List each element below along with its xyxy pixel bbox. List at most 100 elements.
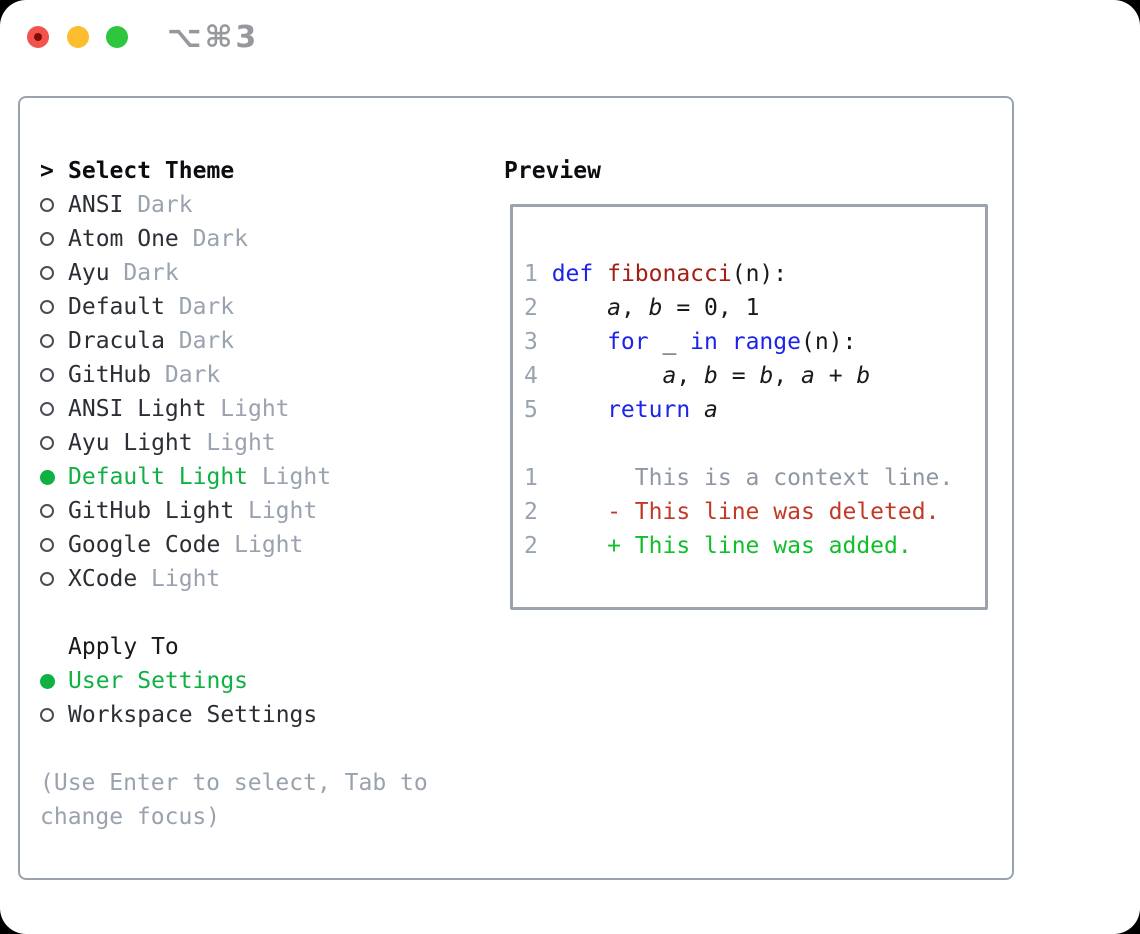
code-token: , — [773, 363, 801, 389]
diff-text: - This line was deleted. — [607, 499, 940, 525]
theme-list: > Select Theme ANSI Dark Atom One Dark A… — [40, 154, 428, 834]
radio-selected-icon — [40, 469, 55, 485]
theme-item-google-code[interactable]: Google Code Light — [40, 528, 428, 562]
theme-item-default-dark[interactable]: Default Dark — [40, 290, 428, 324]
diff-added-line: 2 + This line was added. — [524, 529, 985, 563]
code-token: b — [704, 363, 718, 389]
code-token — [552, 363, 663, 389]
radio-unselected-icon — [40, 232, 54, 246]
line-number: 2 — [524, 533, 538, 559]
theme-name: Default Light — [68, 464, 249, 490]
diff-text: This is a context line. — [551, 465, 954, 491]
radio-unselected-icon — [40, 436, 54, 450]
line-number: 3 — [524, 329, 538, 355]
theme-item-github-light[interactable]: GitHub Light Light — [40, 494, 428, 528]
code-token — [593, 261, 607, 287]
theme-name: Dracula — [68, 328, 165, 354]
theme-item-ansi-light[interactable]: ANSI Light Light — [40, 392, 428, 426]
radio-unselected-icon — [40, 334, 54, 348]
code-token: b — [648, 295, 663, 321]
theme-name: Google Code — [68, 532, 221, 558]
radio-unselected-icon — [40, 402, 54, 416]
radio-unselected-icon — [40, 266, 54, 280]
code-token — [690, 397, 704, 423]
apply-to-title: Apply To — [68, 634, 179, 660]
theme-picker-panel: > Select Theme ANSI Dark Atom One Dark A… — [18, 96, 1014, 880]
preview-code-box: 1 def fibonacci (n): 2 a, b = 0, 1 3 for _… — [510, 204, 988, 610]
code-token: a — [801, 363, 815, 389]
zoom-button[interactable] — [106, 26, 128, 48]
minimize-button[interactable] — [67, 26, 89, 48]
help-text-line2: change focus) — [40, 804, 221, 830]
code-token: _ — [648, 329, 691, 355]
theme-item-default-light[interactable]: Default Light Light — [40, 460, 428, 494]
theme-item-ansi-dark[interactable]: ANSI Dark — [40, 188, 428, 222]
radio-unselected-icon — [40, 572, 54, 586]
code-token: range — [731, 329, 801, 355]
theme-tag: Dark — [192, 226, 248, 252]
theme-name: GitHub Light — [68, 498, 235, 524]
radio-unselected-icon — [40, 538, 54, 552]
theme-tag: Light — [247, 498, 318, 524]
line-number: 5 — [524, 397, 538, 423]
code-token: = 0, 1 — [662, 295, 760, 321]
line-number: 2 — [524, 295, 538, 321]
radio-unselected-icon — [40, 300, 54, 314]
theme-tag: Light — [151, 566, 221, 592]
help-text-line1: (Use Enter to select, Tab to — [40, 770, 428, 796]
theme-tag: Light — [220, 396, 290, 422]
code-token: (n): — [800, 329, 857, 355]
theme-item-github-dark[interactable]: GitHub Dark — [40, 358, 428, 392]
focus-arrow-icon: > — [40, 158, 54, 184]
theme-name: Ayu Light — [68, 430, 193, 456]
code-token — [718, 329, 732, 355]
diff-context-line: 1 This is a context line. — [524, 461, 985, 495]
code-line: 3 for _ in range(n): — [524, 325, 985, 359]
code-line: 2 a, b = 0, 1 — [524, 291, 985, 325]
line-number: 1 — [524, 261, 538, 287]
preview-header: Preview — [504, 154, 601, 188]
theme-tag: Light — [261, 464, 332, 490]
theme-name: ANSI Light — [68, 396, 207, 422]
theme-item-xcode[interactable]: XCode Light — [40, 562, 428, 596]
theme-name: GitHub — [68, 362, 152, 388]
diff-deleted-line: 2 - This line was deleted. — [524, 495, 985, 529]
apply-to-workspace-settings[interactable]: Workspace Settings — [40, 698, 428, 732]
line-number: 2 — [524, 499, 538, 525]
code-token: a — [607, 295, 621, 321]
code-token — [552, 295, 607, 321]
theme-item-ayu-light[interactable]: Ayu Light Light — [40, 426, 428, 460]
apply-to-header: Apply To — [40, 630, 428, 664]
blank-line — [524, 427, 985, 461]
code-token: def — [551, 261, 594, 287]
code-token: return — [607, 397, 691, 423]
theme-name: XCode — [68, 566, 138, 592]
theme-item-atom-one-dark[interactable]: Atom One Dark — [40, 222, 428, 256]
theme-tag: Dark — [164, 362, 221, 388]
code-token — [552, 329, 607, 355]
code-token — [552, 397, 607, 423]
radio-unselected-icon — [40, 708, 54, 722]
radio-unselected-icon — [40, 198, 54, 212]
theme-list-header: > Select Theme — [40, 154, 428, 188]
theme-name: ANSI — [68, 192, 124, 218]
radio-unselected-icon — [40, 504, 54, 518]
theme-tag: Dark — [123, 260, 179, 286]
theme-tag: Dark — [178, 294, 235, 320]
apply-to-user-settings[interactable]: User Settings — [40, 664, 428, 698]
radio-selected-icon — [40, 673, 55, 689]
close-button[interactable] — [27, 26, 49, 48]
theme-name: Default — [68, 294, 165, 320]
code-token: = — [717, 363, 760, 389]
code-token: a — [662, 363, 677, 389]
diff-text: + This line was added. — [607, 533, 912, 559]
line-number: 1 — [524, 465, 538, 491]
code-token: fibonacci — [607, 261, 732, 287]
diff-indent — [552, 499, 607, 525]
code-token: in — [690, 329, 718, 355]
diff-indent — [552, 533, 607, 559]
theme-item-dracula-dark[interactable]: Dracula Dark — [40, 324, 428, 358]
theme-item-ayu-dark[interactable]: Ayu Dark — [40, 256, 428, 290]
